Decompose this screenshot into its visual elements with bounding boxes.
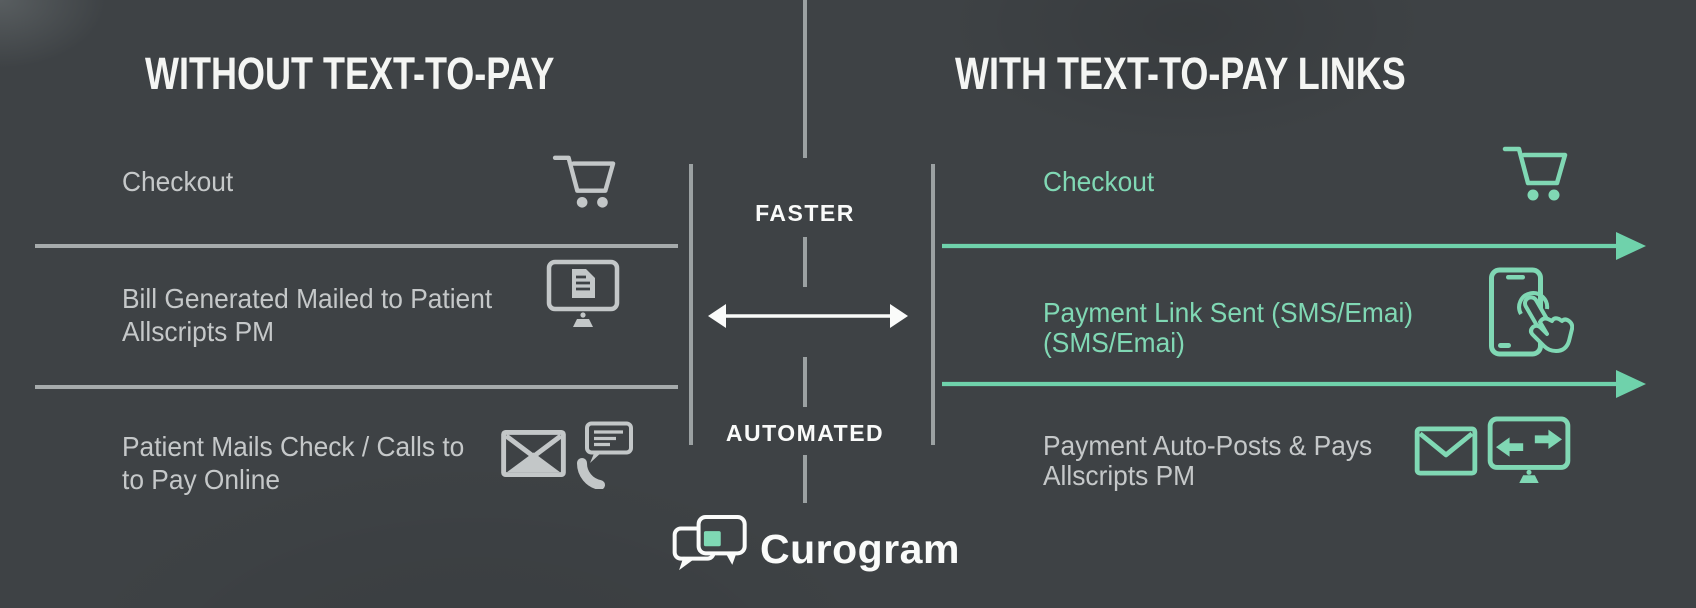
left-row-checkout-line: Checkout	[122, 166, 234, 197]
right-row-link-line2: (SMS/Emai)	[1043, 327, 1185, 358]
center-dashed-line-segment	[803, 0, 807, 158]
right-panel-title: WITH TEXT-TO-PAY LINKS	[955, 48, 1406, 99]
right-row-payment-link: Payment Link Sent (SMS/Emai) (SMS/Emai)	[1043, 298, 1413, 358]
left-row-mails-line1: Patient Mails Check / Calls to	[122, 431, 465, 462]
envelope-outline-icon	[1414, 426, 1478, 476]
phone-tap-icon	[1489, 267, 1574, 357]
left-divider-bar	[689, 164, 693, 445]
right-row-auto-posts: Payment Auto-Posts & Pays Allscripts PM	[1043, 431, 1372, 491]
right-row-checkout: Checkout	[1043, 165, 1154, 198]
right-row-checkout-line: Checkout	[1043, 166, 1155, 197]
shopping-cart-icon	[1502, 146, 1568, 201]
phone-chat-icon	[577, 421, 633, 489]
computer-document-icon	[546, 259, 620, 327]
right-row-auto-line1: Payment Auto-Posts & Pays	[1043, 430, 1373, 461]
left-row-bill-line2: Allscripts PM	[122, 316, 275, 347]
faster-label: FASTER	[755, 200, 855, 226]
flow-arrow-icon	[942, 370, 1646, 398]
center-dashed-line-segment	[803, 357, 807, 407]
double-arrow-icon	[708, 304, 908, 328]
right-row-auto-line2: Allscripts PM	[1043, 460, 1196, 491]
left-row-patient-mails: Patient Mails Check / Calls to to Pay On…	[122, 430, 464, 496]
left-row-mails-line2: to Pay Online	[122, 464, 281, 495]
left-row-bill-generated: Bill Generated Mailed to Patient Allscri…	[122, 282, 492, 348]
brand-wordmark: Curogram	[760, 526, 960, 572]
automated-label: AUTOMATED	[725, 420, 885, 446]
flow-arrow-icon	[942, 232, 1646, 260]
computer-transfer-icon	[1487, 416, 1571, 484]
curogram-logo-icon	[672, 514, 747, 571]
left-panel-title: WITHOUT TEXT-TO-PAY	[145, 48, 555, 99]
left-row-divider-2	[35, 385, 678, 389]
left-row-checkout: Checkout	[122, 165, 233, 198]
left-row-bill-line1: Bill Generated Mailed to Patient	[122, 283, 493, 314]
shopping-cart-icon	[552, 155, 616, 208]
envelope-icon	[501, 430, 566, 477]
right-row-link-line1: Payment Link Sent (SMS/Emai)	[1043, 297, 1414, 328]
center-dashed-line-segment	[803, 237, 807, 287]
left-row-divider-1	[35, 244, 678, 248]
right-divider-bar	[931, 164, 935, 445]
center-dashed-line-segment	[803, 455, 807, 503]
